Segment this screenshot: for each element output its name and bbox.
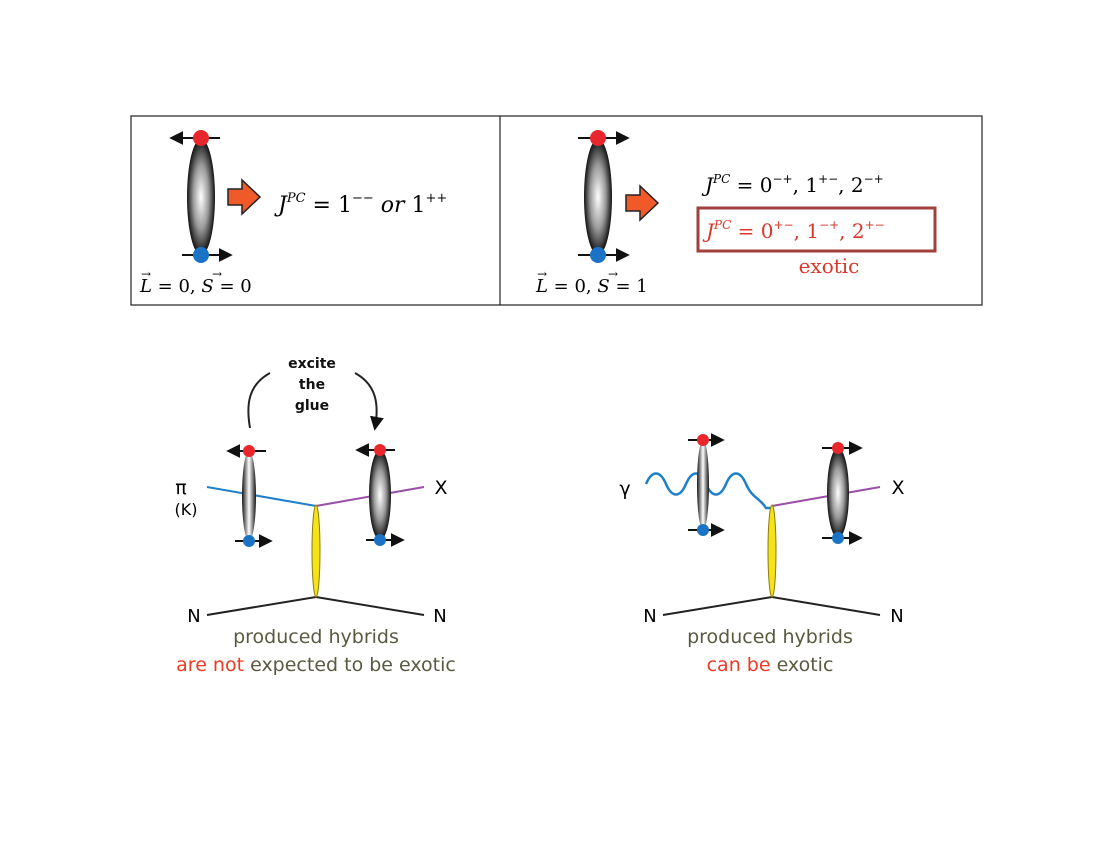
state-left: L = 0, S = 0 → → [139, 267, 252, 297]
quark-red [590, 130, 606, 146]
caption-right-line1: produced hybrids [687, 626, 853, 648]
meson-flux-tube-icon [688, 433, 725, 537]
curved-arrow-icon [354, 372, 384, 431]
left-production-diagram: excite the glue [175, 356, 456, 676]
nucleon-line [206, 595, 425, 616]
svg-text:excite: excite [288, 356, 336, 372]
x-label: X [434, 477, 447, 499]
curved-arrow-left-part [247, 372, 271, 429]
exotic-box [696, 206, 937, 253]
svg-text:→: → [141, 267, 151, 281]
caption-left-line2: are not expected to be exotic [176, 654, 456, 676]
antiquark-blue [193, 247, 209, 263]
outgoing-line [771, 486, 881, 507]
photon-label: γ [619, 478, 630, 500]
meson-flux-tube-icon [578, 130, 630, 263]
nucleon-out-label: N [433, 606, 446, 627]
beam-line [206, 486, 317, 507]
svg-text:glue: glue [295, 398, 329, 414]
wavy-photon-icon [644, 472, 772, 510]
meson-flux-tube-icon [169, 130, 233, 263]
jpc-left-formula: JPC = 1−− or 1++ [274, 191, 447, 218]
top-panel-frame [130, 115, 983, 306]
nucleon-line [662, 595, 881, 616]
nucleon-in-label: N [643, 606, 656, 627]
beam-label: π [175, 477, 186, 499]
svg-text:L = 0, S = 1: L = 0, S = 1 [535, 276, 648, 297]
beam-sublabel: (K) [175, 500, 198, 519]
antiquark-blue [590, 247, 606, 263]
nucleon-in-label: N [187, 606, 200, 627]
right-arrow-icon [625, 184, 660, 222]
svg-text:→: → [608, 267, 618, 281]
meson-flux-tube-icon [226, 444, 273, 548]
top-panel: JPC = 1−− or 1++ L = 0, S = 0 → → JPC = … [130, 115, 983, 306]
caption-right-line2: can be exotic [707, 654, 834, 676]
right-production-diagram: γ X N N produced hybrids can be exotic [619, 433, 905, 676]
meson-flux-tube-icon [822, 441, 863, 545]
excite-the-glue-label: excite the glue [288, 356, 336, 414]
svg-text:L = 0, S = 0: L = 0, S = 0 [139, 276, 252, 297]
jpc-right-exotic: JPC = 0+−, 1−+, 2+− [702, 218, 885, 243]
jpc-right-normal: JPC = 0−+, 1+−, 2−+ [701, 172, 884, 197]
nucleon-out-label: N [890, 606, 903, 627]
exotic-label: exotic [799, 254, 860, 278]
svg-text:the: the [299, 377, 325, 393]
caption-left-line1: produced hybrids [233, 626, 399, 648]
state-right: L = 0, S = 1 → → [535, 267, 648, 297]
gluon-exchange [767, 504, 777, 598]
x-label: X [891, 477, 904, 499]
svg-text:→: → [537, 267, 547, 281]
svg-text:→: → [212, 267, 222, 281]
right-arrow-icon [227, 178, 262, 216]
meson-flux-tube-icon [355, 443, 405, 547]
quark-red [193, 130, 209, 146]
gluon-exchange [311, 504, 321, 598]
